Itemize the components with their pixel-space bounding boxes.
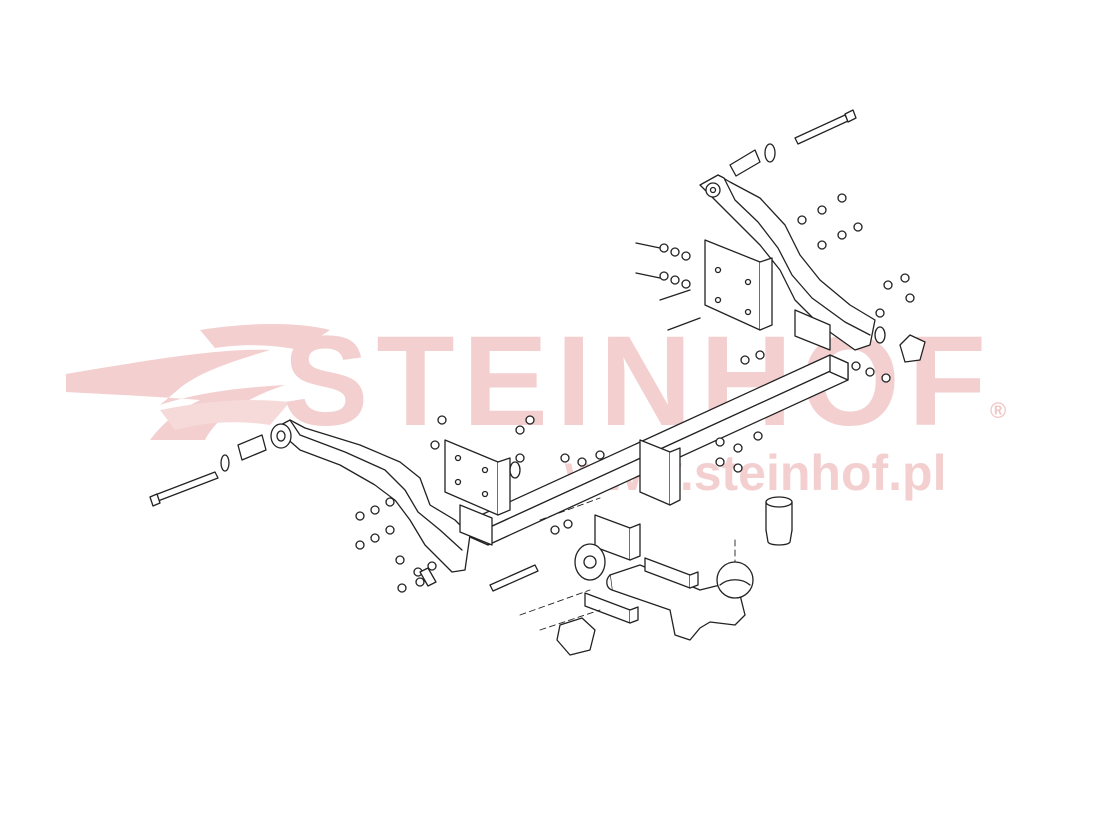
- left-side-bracket: [270, 419, 511, 573]
- long-bolts: [149, 109, 857, 592]
- socket-mount-bracket: [594, 439, 681, 561]
- ball-cover-cap: [765, 496, 793, 546]
- right-side-bracket: [699, 174, 876, 351]
- registered-mark: ®: [990, 398, 1007, 423]
- clamp-plates: [584, 557, 699, 624]
- electrical-socket-plate: [556, 543, 606, 656]
- assembly-guide-lines: [519, 497, 736, 631]
- tow-ball-neck: [606, 561, 754, 641]
- nuts: [355, 193, 926, 593]
